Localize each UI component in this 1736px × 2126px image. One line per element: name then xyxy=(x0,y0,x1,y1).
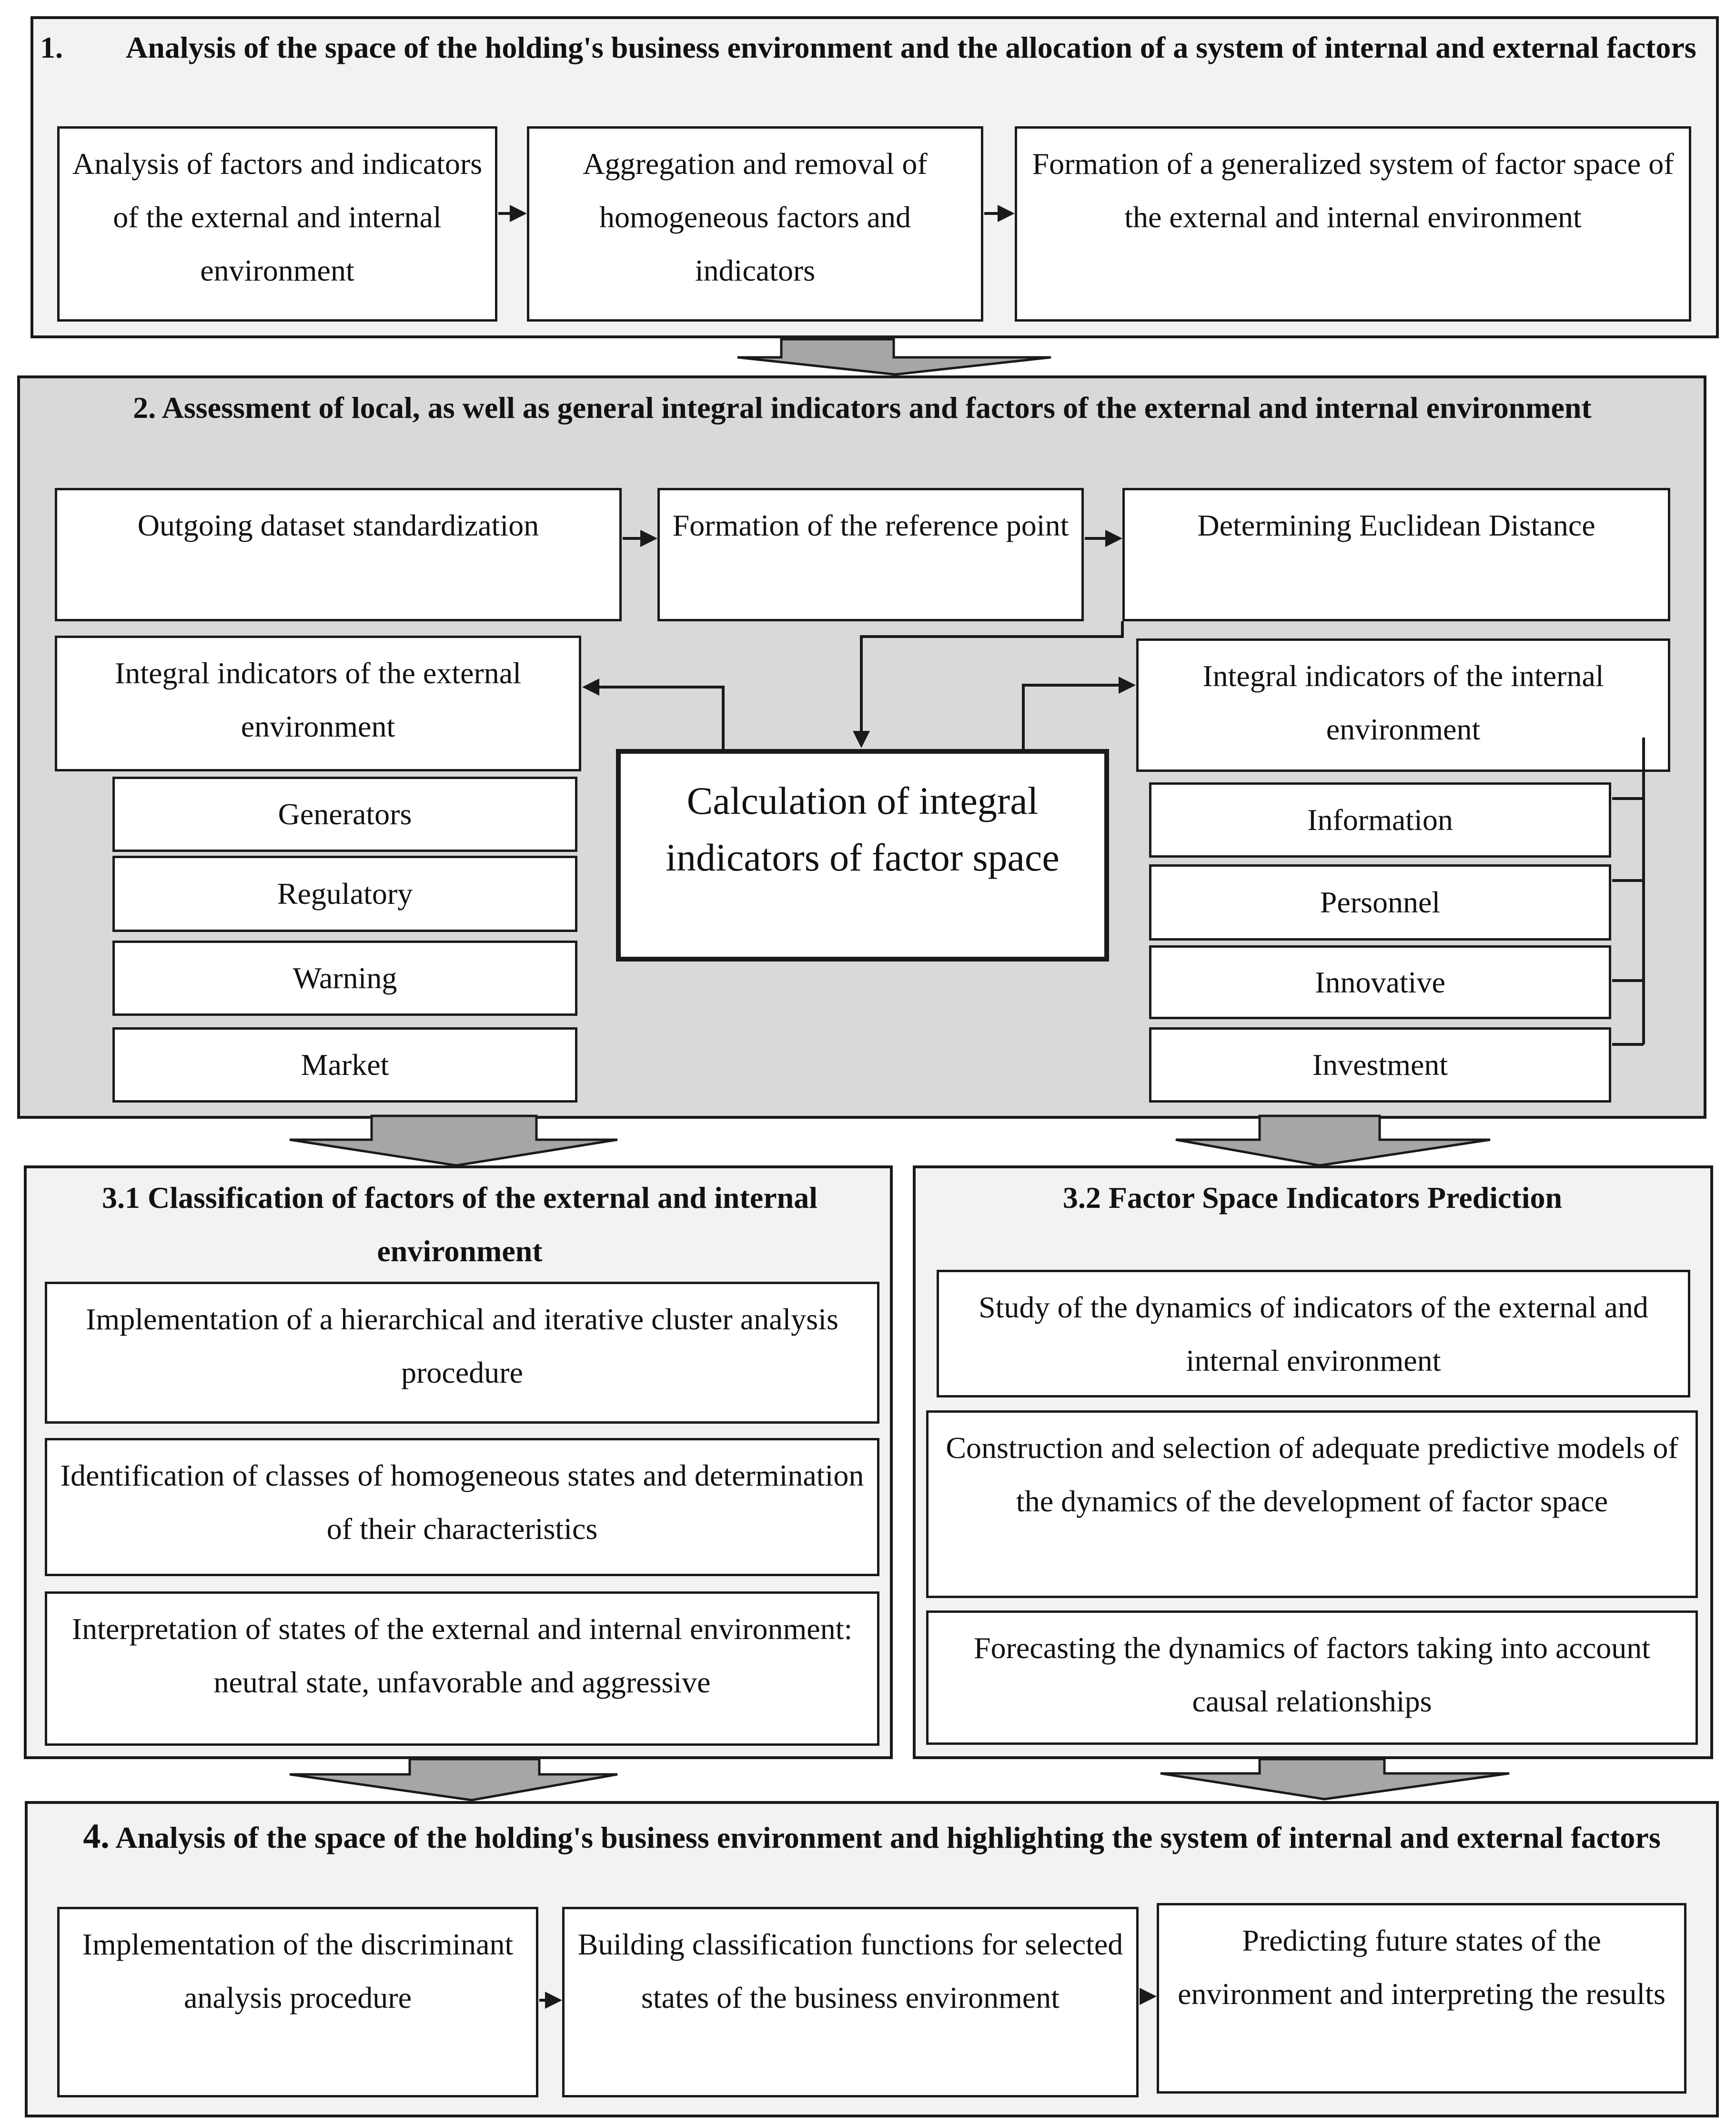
section-1-title-text: Analysis of the space of the holding's b… xyxy=(126,30,1696,64)
section-4-number: 4. xyxy=(83,1817,110,1856)
block-arrow-3-1-to-4 xyxy=(289,1758,618,1802)
s1-box-analysis: Analysis of factors and indicators of th… xyxy=(57,126,497,322)
s4-box-predicting: Predicting future states of the environm… xyxy=(1157,1903,1686,2094)
section-2-title: 2. Assessment of local, as well as gener… xyxy=(133,391,1592,425)
s31-box-cluster: Implementation of a hierarchical and ite… xyxy=(45,1282,879,1424)
s2-center-calculation: Calculation of integral indicators of fa… xyxy=(616,749,1109,962)
section-1-number: 1. xyxy=(40,30,63,64)
s4-box-classification-functions: Building classification functions for se… xyxy=(562,1907,1139,2097)
section-3-1-title: 3.1 Classification of factors of the ext… xyxy=(101,1181,818,1268)
block-arrow-2-to-3-2 xyxy=(1175,1114,1491,1167)
section-1-title: 1. Analysis of the space of the holding's… xyxy=(40,21,1707,74)
s2-internal-title: Integral indicators of the internal envi… xyxy=(1136,638,1670,772)
internal-item-investment: Investment xyxy=(1149,1027,1611,1103)
external-item-generators: Generators xyxy=(112,777,577,852)
s32-box-predictive-models: Construction and selection of adequate p… xyxy=(926,1410,1698,1598)
block-arrow-1-to-2 xyxy=(737,338,1051,376)
section-4-title-text: Analysis of the space of the holding's b… xyxy=(115,1821,1661,1854)
block-arrow-3-2-to-4 xyxy=(1160,1758,1510,1801)
s2-step-standardization: Outgoing dataset standardization xyxy=(55,488,622,621)
s31-box-interpretation: Interpretation of states of the external… xyxy=(45,1591,879,1746)
section-4-title: 4. Analysis of the space of the holding'… xyxy=(38,1806,1706,1868)
s4-box-discriminant: Implementation of the discriminant analy… xyxy=(57,1907,538,2097)
s2-external-title: Integral indicators of the external envi… xyxy=(55,636,581,771)
s2-step-reference-point: Formation of the reference point xyxy=(657,488,1084,621)
s32-box-forecasting: Forecasting the dynamics of factors taki… xyxy=(926,1610,1698,1745)
external-item-market: Market xyxy=(112,1027,577,1103)
internal-item-innovative: Innovative xyxy=(1149,945,1611,1019)
internal-item-information: Information xyxy=(1149,782,1611,858)
section-3-2-title: 3.2 Factor Space Indicators Prediction xyxy=(1062,1181,1563,1215)
internal-item-personnel: Personnel xyxy=(1149,864,1611,941)
s1-box-formation: Formation of a generalized system of fac… xyxy=(1015,126,1691,322)
s31-box-identification: Identification of classes of homogeneous… xyxy=(45,1438,879,1576)
s1-box-aggregation: Aggregation and removal of homogeneous f… xyxy=(527,126,983,322)
block-arrow-2-to-3-1 xyxy=(289,1114,618,1167)
s2-step-euclidean: Determining Euclidean Distance xyxy=(1122,488,1670,621)
s32-box-dynamics-study: Study of the dynamics of indicators of t… xyxy=(937,1270,1690,1397)
external-item-regulatory: Regulatory xyxy=(112,856,577,932)
external-item-warning: Warning xyxy=(112,941,577,1016)
